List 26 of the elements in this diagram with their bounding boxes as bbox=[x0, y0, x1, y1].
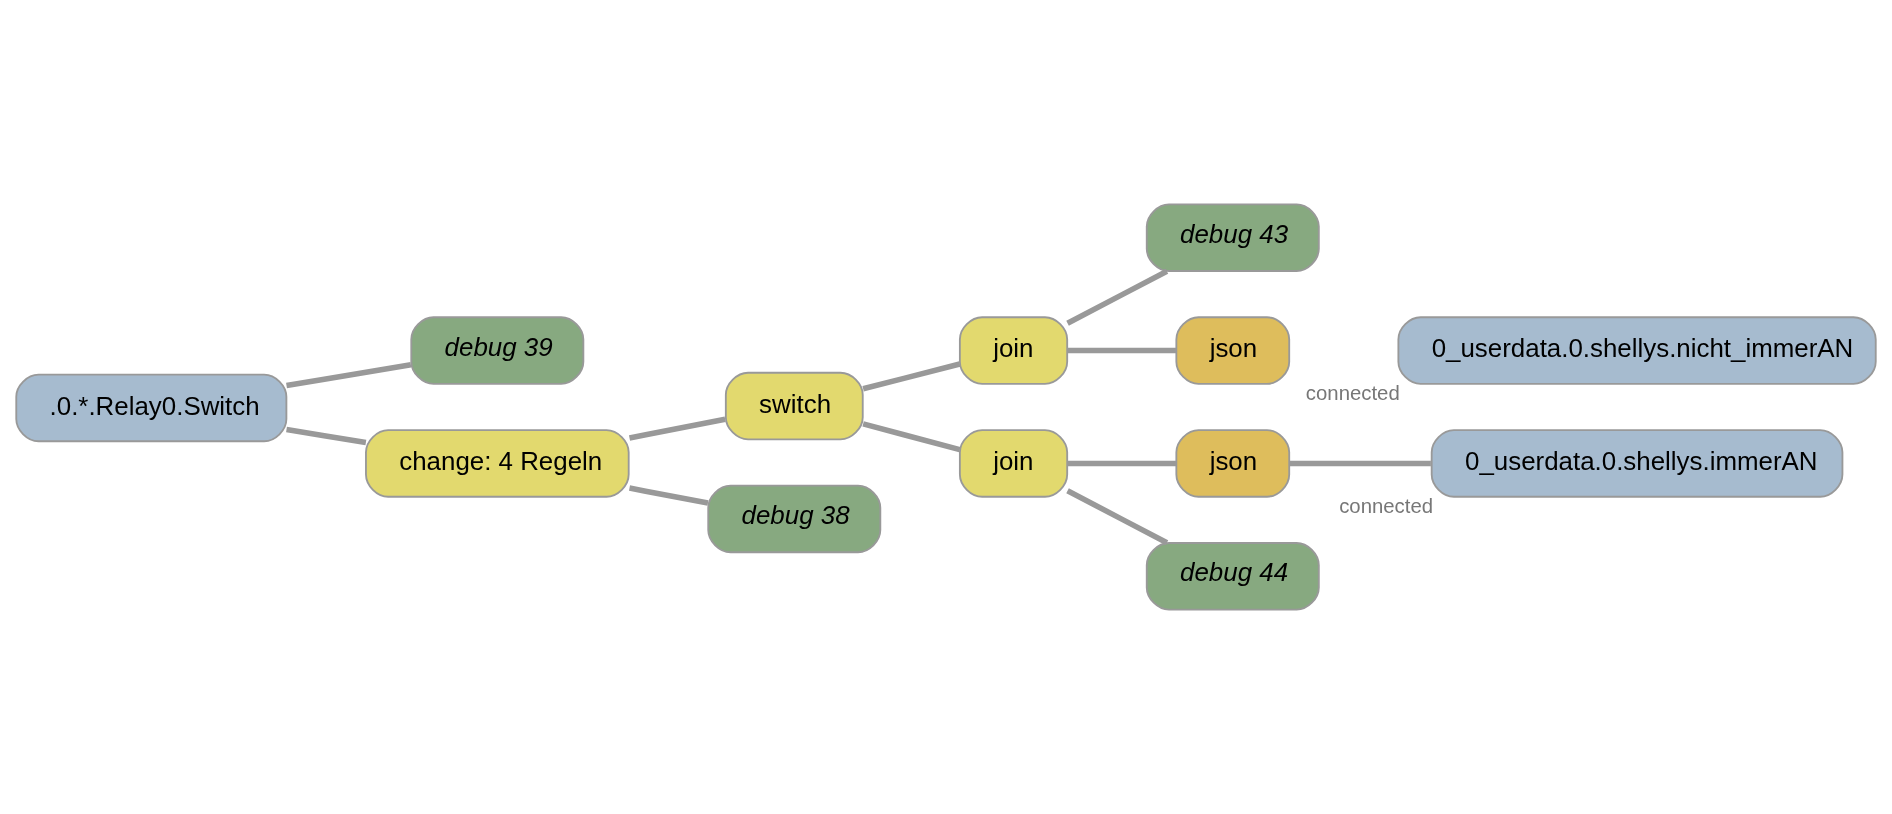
node-box: .0.*.Relay0.Switch bbox=[15, 373, 288, 443]
connector bbox=[286, 426, 367, 446]
connector bbox=[862, 361, 961, 392]
node-box: 0_userdata.0.shellys.immerAN bbox=[1430, 429, 1844, 498]
node-box: json bbox=[1175, 316, 1291, 385]
connector bbox=[1067, 460, 1177, 467]
node-label: connected bbox=[1339, 495, 1434, 518]
connector bbox=[629, 485, 709, 506]
connector bbox=[1066, 488, 1169, 546]
node-box: debug 43 bbox=[1145, 203, 1320, 272]
connector bbox=[1066, 268, 1169, 326]
node-box: debug 39 bbox=[410, 316, 585, 385]
connector bbox=[286, 362, 412, 389]
node-box: join bbox=[958, 316, 1069, 385]
node-box: 0_userdata.0.shellys.nicht_immerAN bbox=[1397, 316, 1877, 385]
node-box: json bbox=[1175, 429, 1291, 498]
connector bbox=[1067, 347, 1177, 354]
node-box: change: 4 Regeln bbox=[365, 429, 630, 498]
node-box: debug 38 bbox=[707, 484, 882, 554]
connector bbox=[628, 416, 726, 441]
connector bbox=[1289, 460, 1431, 467]
node-box: debug 44 bbox=[1145, 542, 1320, 611]
node-label: connected bbox=[1305, 382, 1400, 405]
node-box: join bbox=[958, 429, 1069, 498]
connector bbox=[862, 421, 961, 453]
node-box: switch bbox=[724, 371, 864, 441]
